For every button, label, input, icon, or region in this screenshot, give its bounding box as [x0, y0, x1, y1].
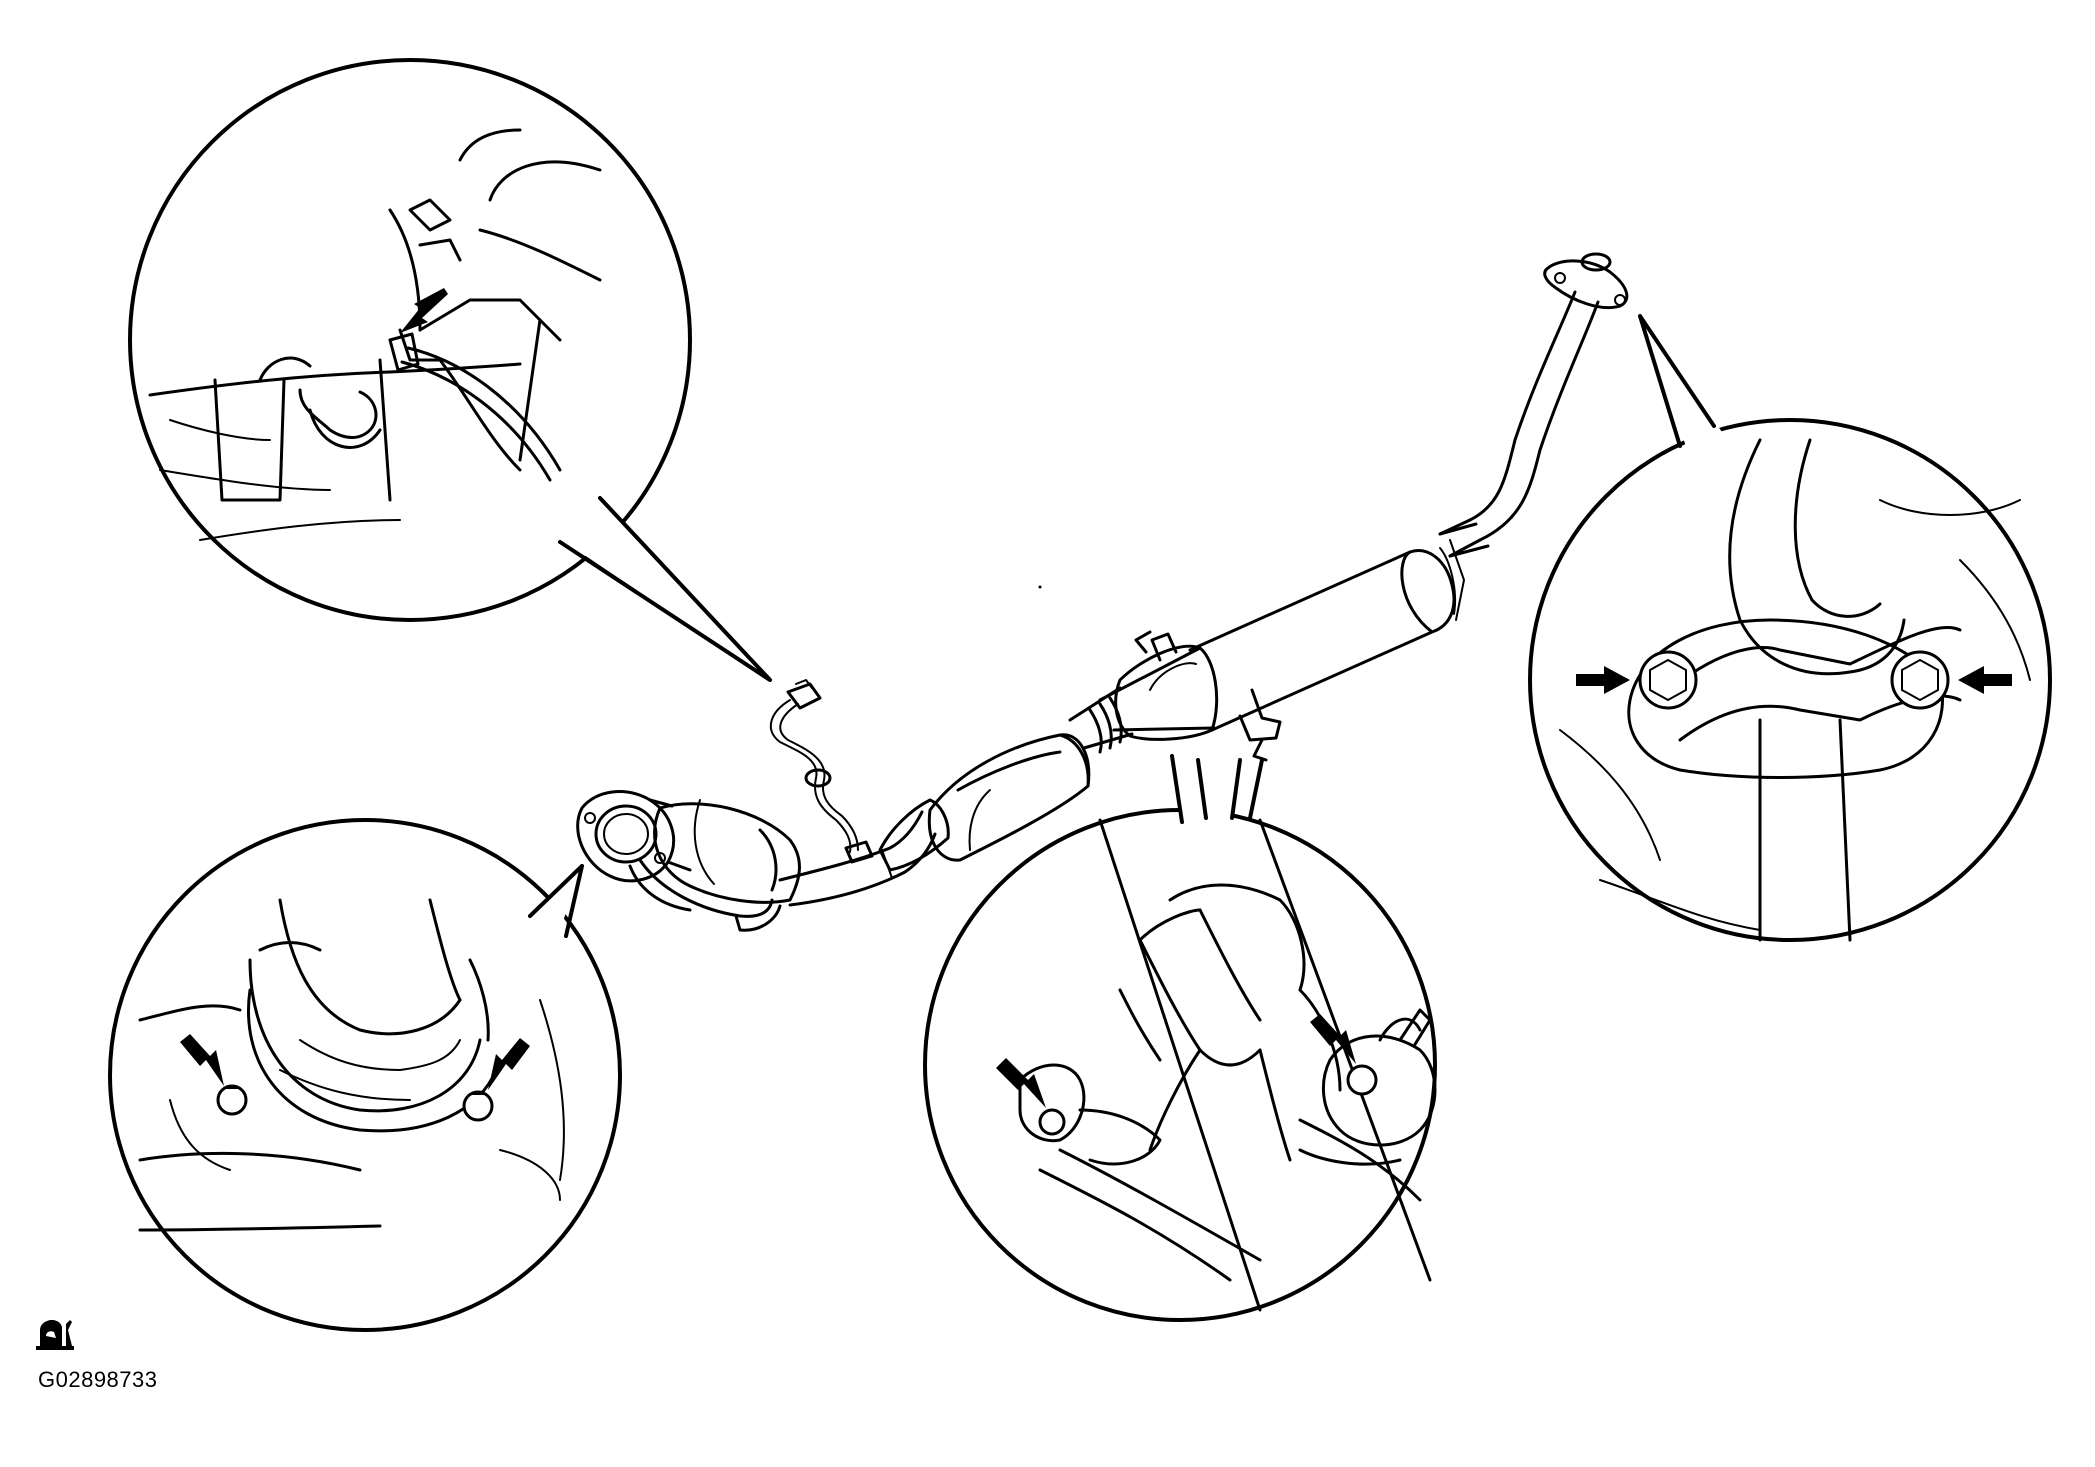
figure-id-label: G02898733	[38, 1367, 158, 1392]
callout-3-detail	[138, 898, 565, 1232]
right-flange-bolt	[1890, 650, 1950, 710]
callout-1-detail	[148, 128, 602, 541]
tail-pipe-flange	[1543, 252, 1629, 310]
manifold-flange	[576, 790, 692, 883]
resonator	[1188, 539, 1465, 732]
callout-1-arrow	[400, 288, 448, 333]
center-left-flange-bolt	[1038, 1108, 1066, 1136]
vehicle-view-symbol-icon	[36, 1320, 74, 1350]
stray-mark	[1038, 585, 1042, 589]
callout-3-right-arrow	[488, 1038, 530, 1090]
callout-4-right-arrow	[1310, 1014, 1356, 1064]
left-flange-bolt	[1638, 650, 1698, 710]
callout-2-right-arrow	[1958, 666, 2012, 694]
callout-center-pipe-flange-bolts	[923, 754, 1437, 1322]
oxygen-sensor-harness	[769, 679, 874, 864]
right-flange-nut	[462, 1090, 494, 1122]
left-flange-nut	[216, 1084, 248, 1116]
callout-oxygen-sensor-connector	[128, 58, 772, 682]
intermediate-pipe	[1068, 686, 1134, 754]
callout-3-left-arrow	[180, 1034, 224, 1086]
center-right-flange-bolt	[1346, 1064, 1378, 1096]
callout-2-left-arrow	[1576, 666, 1630, 694]
callout-tail-pipe-flange-bolts	[1528, 314, 2052, 942]
tail-pipe	[1438, 290, 1600, 558]
callout-2-detail	[1559, 438, 2031, 942]
front-catalytic-converter	[628, 799, 801, 932]
front-pipe	[778, 798, 950, 907]
callout-manifold-flange-nuts	[108, 818, 622, 1332]
callout-4-left-arrow	[996, 1058, 1046, 1108]
callout-4-detail	[996, 818, 1437, 1312]
main-catalytic-converter	[927, 733, 1091, 862]
